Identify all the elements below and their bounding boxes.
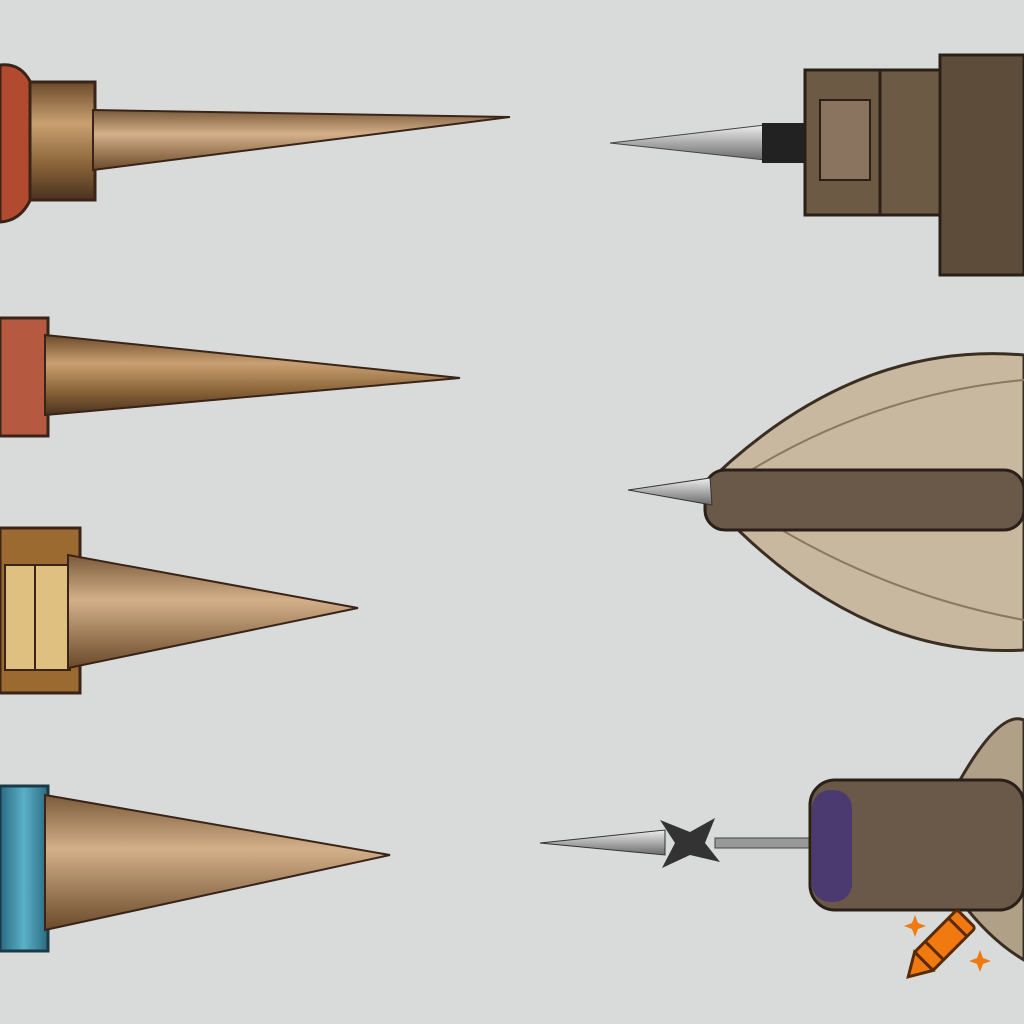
crayon-icon xyxy=(904,909,991,979)
right-tool-3 xyxy=(539,717,1024,962)
right-tool-1 xyxy=(609,53,1024,277)
left-tool-2 xyxy=(0,316,461,438)
left-tool-3 xyxy=(0,526,359,695)
left-tool-4 xyxy=(0,784,391,953)
right-tool-2 xyxy=(627,352,1024,653)
left-tool-1 xyxy=(0,63,511,224)
